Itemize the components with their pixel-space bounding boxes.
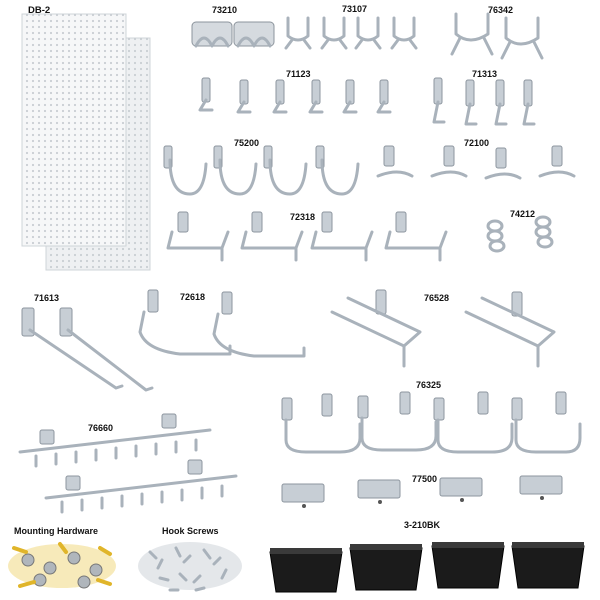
label-72318: 72318 [290,212,316,222]
label-72100: 72100 [464,138,490,148]
label-db-2: DB-2 [28,5,51,16]
label-76325: 76325 [416,380,442,390]
hooks-76528 [330,289,556,368]
holders-76660 [18,413,238,514]
label-71613: 71613 [34,293,60,303]
bins-3-210bk [269,542,585,593]
clip-76342 [450,12,544,60]
label-3-210bk: 3-210BK [404,520,441,530]
hook-screws-pile [138,542,242,592]
label-75200: 75200 [234,138,260,148]
label-73107: 73107 [342,4,368,14]
label-73210: 73210 [212,5,238,15]
label-hook-screws: Hook Screws [162,526,219,536]
label-mounting-hardware: Mounting Hardware [14,526,99,536]
label-77500: 77500 [412,474,438,484]
hooks-71313 [432,77,536,126]
hooks-71123 [198,77,392,114]
label-71313: 71313 [472,69,498,79]
label-74212: 74212 [510,209,536,219]
mounting-hardware-pile [8,542,116,589]
hooks-75200 [163,145,360,196]
clip-73107 [284,16,418,50]
brackets-77500 [281,475,563,508]
label-76528: 76528 [424,293,450,303]
hooks-76325 [281,391,582,454]
pegboard-front [21,13,127,247]
hooks-72318 [166,211,448,262]
hooks-74212 [486,215,554,253]
clip-73210 [191,21,275,48]
label-76342: 76342 [488,5,514,15]
label-76660: 76660 [88,423,114,433]
hooks-72618 [138,289,306,358]
label-71123: 71123 [286,69,311,79]
hooks-72100 [376,145,576,180]
label-72618: 72618 [180,292,206,302]
hooks-71613 [21,307,154,392]
